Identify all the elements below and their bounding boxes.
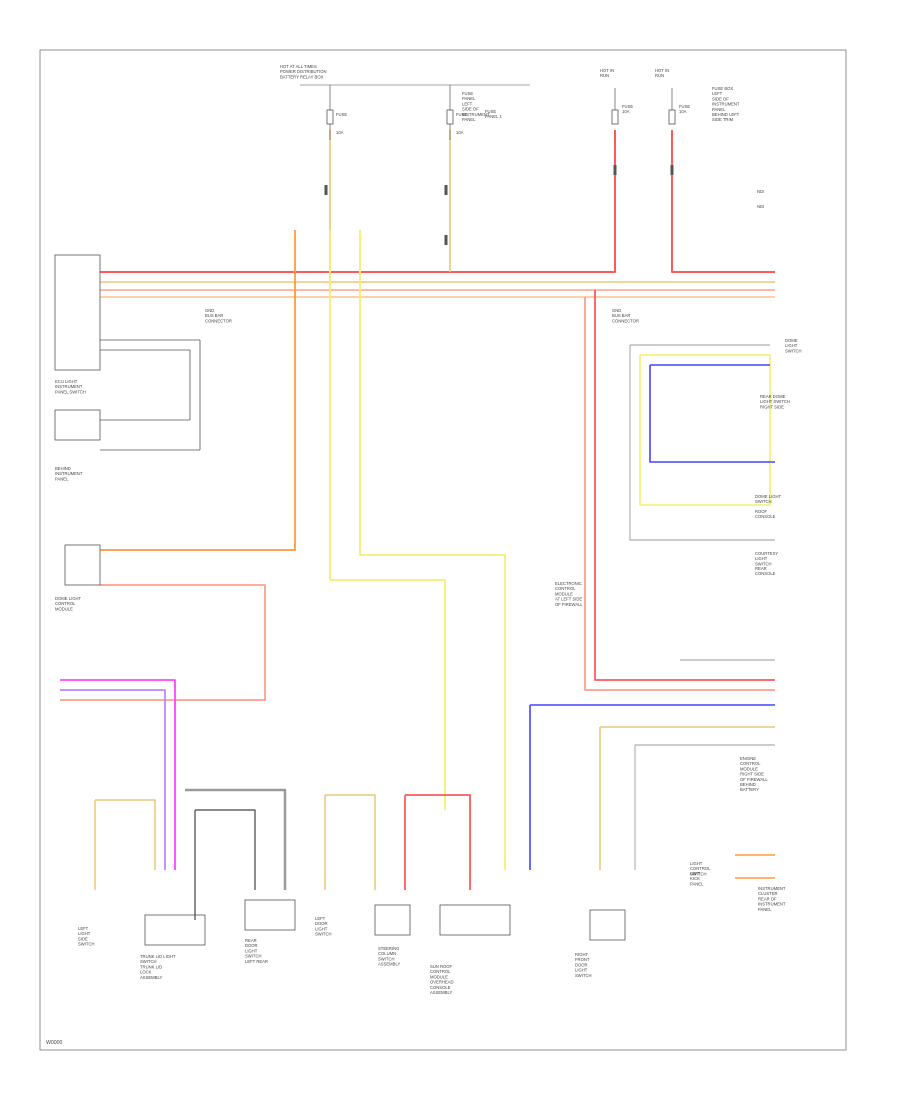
legend-1-label: NDI (757, 189, 764, 194)
orange-drop (100, 230, 296, 551)
fuse-b-name-label: FUSE (456, 112, 467, 117)
fuse-a-amp-label: 10A (336, 130, 344, 135)
yellow-drop-2 (359, 230, 506, 870)
yellow-drop-1 (329, 230, 446, 810)
salmon-drop (584, 297, 775, 691)
dome-light-module (64, 544, 101, 586)
left-switch (54, 409, 101, 441)
page-frame (39, 49, 847, 1051)
left-door-switch (374, 904, 411, 936)
legend-2-label: NDI (757, 204, 764, 209)
bottom-dark (195, 809, 256, 890)
wires-layer (60, 130, 775, 920)
fuse-d (668, 109, 676, 125)
left-ecu-module (54, 254, 101, 371)
red-drop (594, 290, 775, 681)
yellow-right-loop (639, 354, 771, 506)
trunk-lid-switch (144, 914, 206, 946)
bottom-tan-4 (325, 794, 376, 890)
connector-b (444, 185, 448, 195)
fuse-a-name-label: FUSE (336, 112, 347, 117)
grey-right-loop (629, 345, 775, 541)
magenta-wire (60, 679, 176, 870)
salmon-loop (60, 584, 266, 701)
bottom-grey-thick (185, 788, 287, 890)
red-bus-wire (100, 130, 616, 273)
bottom-red-2 (405, 794, 471, 890)
sunroof-module (589, 909, 626, 941)
red-right-wire (671, 130, 775, 273)
bottom-tan-2 (95, 799, 156, 870)
fuse-b (446, 109, 454, 125)
blue-right-loop (649, 365, 775, 463)
footer-code: W0000 (46, 1040, 63, 1046)
rear-door-switch (244, 899, 296, 931)
fuse-a (326, 109, 334, 125)
fuse-c (611, 109, 619, 125)
violet-wire (60, 689, 166, 870)
connector-a (324, 185, 328, 195)
connector-d (613, 165, 617, 175)
fuse-b-amp-label: 10A (456, 130, 464, 135)
connector-e (670, 165, 674, 175)
steering-column-switch (439, 904, 511, 936)
connector-c (444, 235, 448, 245)
components-layer (54, 84, 676, 946)
